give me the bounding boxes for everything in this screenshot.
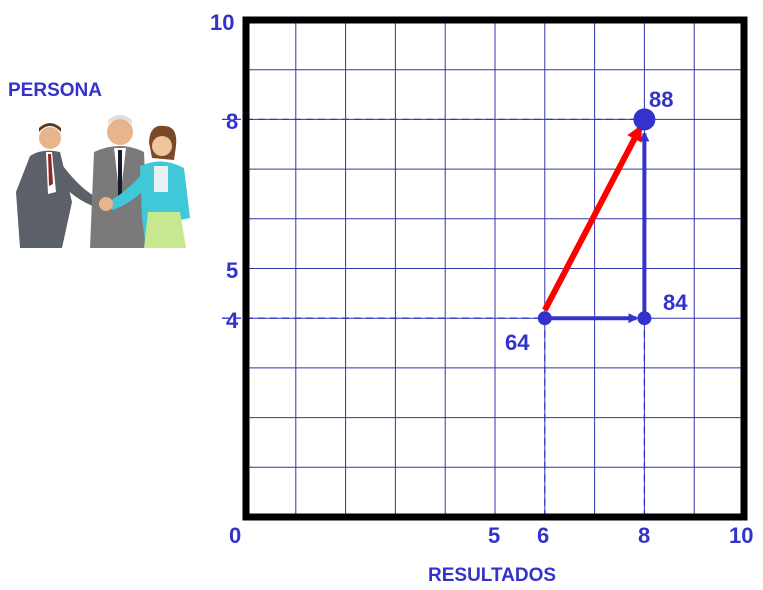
guide-dashes — [222, 118, 646, 517]
point-label-64: 64 — [505, 330, 530, 355]
x-tick-8: 8 — [638, 523, 651, 548]
x-tick-10: 10 — [729, 523, 754, 548]
y-tick-10: 10 — [210, 10, 235, 35]
y-tick-4: 4 — [226, 308, 239, 333]
y-tick-8: 8 — [226, 109, 239, 134]
arrow-diagonal — [542, 124, 644, 312]
y-axis-label: PERSONA — [8, 80, 102, 101]
x-tick-0: 0 — [229, 523, 242, 548]
x-tick-6: 6 — [537, 523, 550, 548]
plot-frame — [242, 16, 748, 521]
point-label-84: 84 — [663, 290, 688, 315]
point-label-88: 88 — [649, 87, 674, 112]
data-point-64 — [537, 311, 552, 326]
x-axis-label: RESULTADOS — [428, 565, 557, 586]
y-tick-5: 5 — [226, 258, 239, 283]
data-point-84 — [637, 311, 652, 326]
business-people-handshake-icon — [16, 115, 190, 248]
grid-lines — [246, 20, 744, 517]
x-tick-5: 5 — [488, 523, 501, 548]
data-point-88 — [633, 108, 656, 131]
